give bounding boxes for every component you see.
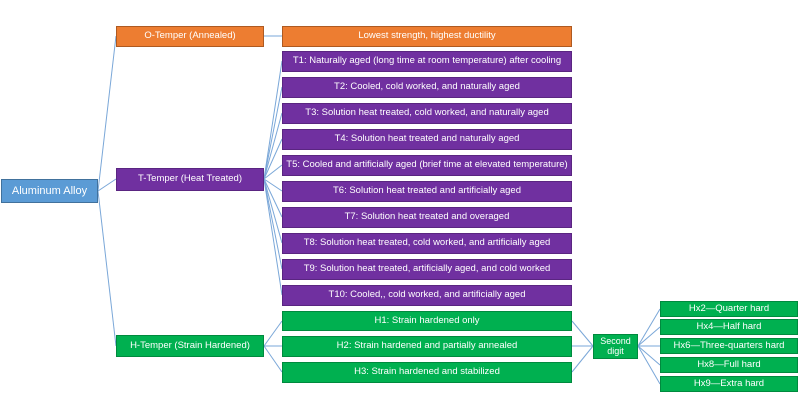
t-temper-node: T-Temper (Heat Treated) (116, 168, 264, 191)
h-temper-item-h3: H3: Strain hardened and stabilized (282, 362, 572, 383)
connector-second-hx8 (637, 345, 661, 366)
h-temper-node: H-Temper (Strain Hardened) (116, 335, 264, 357)
root-node-aluminum-alloy: Aluminum Alloy (1, 179, 98, 203)
connector-h1-second (571, 320, 594, 347)
connector-h-h3 (263, 345, 283, 373)
hardness-item-hx2: Hx2—Quarter hard (660, 301, 798, 317)
second-digit-node: Second digit (593, 334, 638, 359)
connector-second-hx2 (637, 308, 661, 347)
o-temper-node: O-Temper (Annealed) (116, 26, 264, 47)
connector-t-t5 (263, 164, 283, 180)
h-temper-item-h2: H2: Strain hardened and partially anneal… (282, 336, 572, 357)
connector-root-o (97, 35, 117, 192)
o-temper-description: Lowest strength, highest ductility (282, 26, 572, 47)
connector-root-h (97, 190, 117, 347)
hardness-item-hx9: Hx9—Extra hard (660, 376, 798, 392)
connector-t-t4 (263, 138, 283, 180)
t-temper-item-t3: T3: Solution heat treated, cold worked, … (282, 103, 572, 124)
h-temper-item-h1: H1: Strain hardened only (282, 311, 572, 331)
connector-t-t3 (263, 112, 283, 180)
connector-t-t2 (263, 86, 283, 180)
t-temper-item-t1: T1: Naturally aged (long time at room te… (282, 51, 572, 72)
connector-t-t1 (263, 60, 283, 180)
hardness-item-hx8: Hx8—Full hard (660, 357, 798, 373)
t-temper-item-t7: T7: Solution heat treated and overaged (282, 207, 572, 228)
connector-second-hx9 (637, 345, 661, 385)
connector-t-t6 (263, 178, 283, 192)
hardness-item-hx4: Hx4—Half hard (660, 319, 798, 335)
t-temper-item-t2: T2: Cooled, cold worked, and naturally a… (282, 77, 572, 98)
t-temper-item-t8: T8: Solution heat treated, cold worked, … (282, 233, 572, 254)
connector-root-t (97, 178, 117, 192)
connector-t-t10 (263, 178, 283, 296)
t-temper-item-t5: T5: Cooled and artificially aged (brief … (282, 155, 572, 176)
hardness-item-hx6: Hx6—Three-quarters hard (660, 338, 798, 354)
connector-t-t7 (263, 178, 283, 218)
t-temper-item-t6: T6: Solution heat treated and artificial… (282, 181, 572, 202)
connector-t-t8 (263, 178, 283, 244)
connector-second-hx4 (637, 326, 661, 347)
connector-h3-second (571, 345, 594, 373)
t-temper-item-t9: T9: Solution heat treated, artificially … (282, 259, 572, 280)
connector-t-t9 (263, 178, 283, 270)
connector-h-h1 (263, 320, 283, 347)
t-temper-item-t10: T10: Cooled,, cold worked, and artificia… (282, 285, 572, 306)
t-temper-item-t4: T4: Solution heat treated and naturally … (282, 129, 572, 150)
